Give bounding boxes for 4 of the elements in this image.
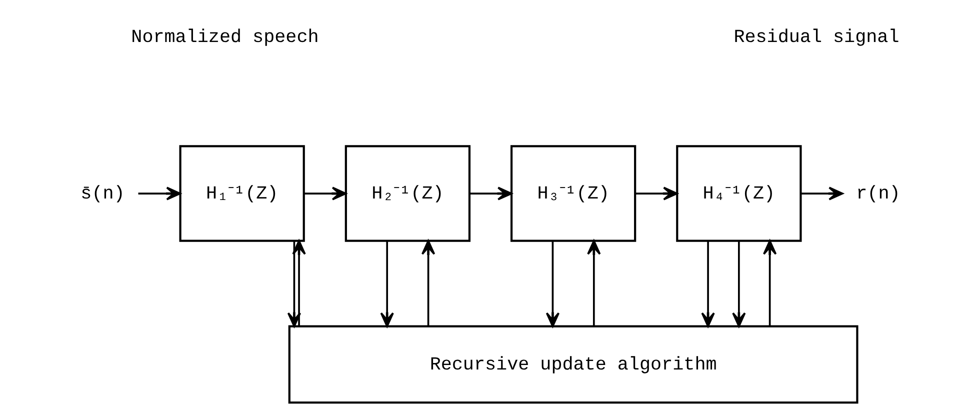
node-text: s̄(n) bbox=[80, 183, 124, 204]
label: Normalized speech bbox=[130, 26, 318, 48]
node-text: r(n) bbox=[856, 183, 900, 204]
label: Residual signal bbox=[733, 26, 899, 48]
